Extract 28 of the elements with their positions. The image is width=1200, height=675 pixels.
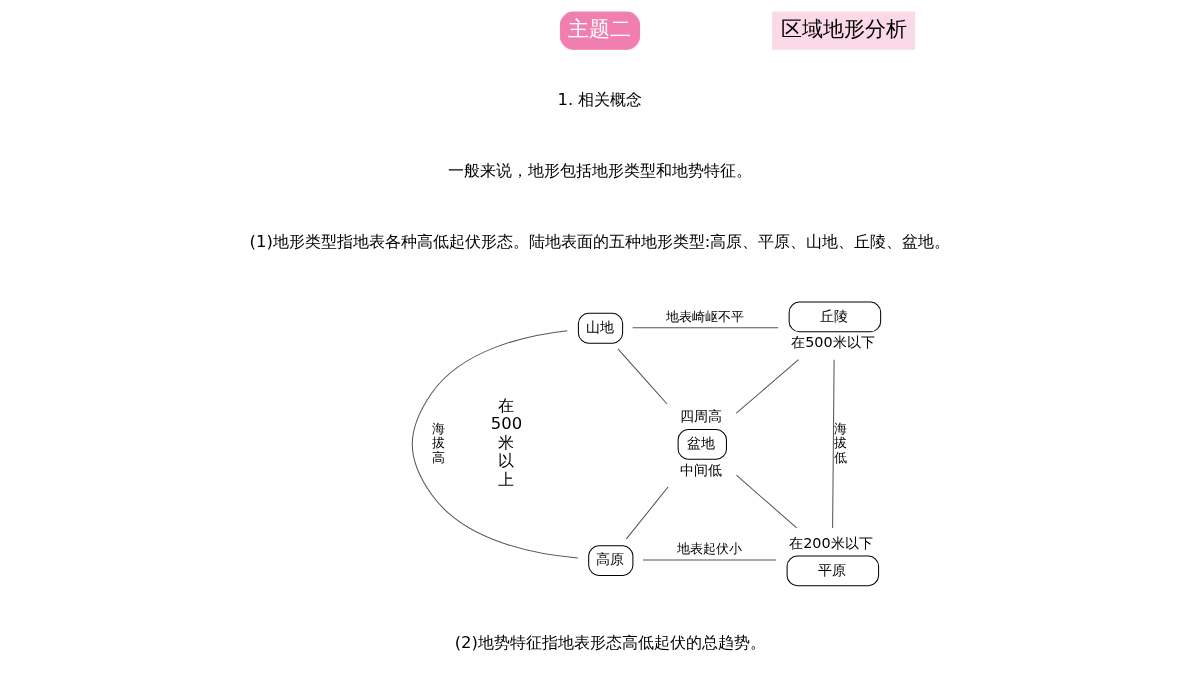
node-box: 盆地 <box>677 429 727 460</box>
node-box: 平原 <box>786 555 880 587</box>
node-box: 丘陵 <box>788 301 882 333</box>
edge-label: 地表起伏小 <box>676 541 742 557</box>
connector <box>632 327 779 329</box>
connector <box>642 559 777 561</box>
node-label: 中间低 <box>680 461 723 478</box>
label: (1)地形类型指地表各种高低起伏形态。陆地表面的五种地形类型:高原、平原、山地、丘陵、盆地。 <box>249 232 951 252</box>
label: 主题二 <box>568 16 632 41</box>
connector <box>832 359 835 529</box>
connector <box>625 486 669 540</box>
edge-label: 海拔高 <box>431 421 445 465</box>
label: 区域地形分析 <box>780 16 907 41</box>
node-label: 在500米以下 <box>791 334 875 351</box>
label: 1. 相关概念 <box>557 90 643 110</box>
node-box: 山地 <box>577 312 624 344</box>
node-box: 高原 <box>588 545 634 576</box>
connector <box>617 348 668 405</box>
label: (2)地势特征指地表形态高低起伏的总趋势。 <box>454 633 766 653</box>
label: 在500米以上 <box>490 395 523 489</box>
connector <box>735 474 798 529</box>
edge-label: 海拔低 <box>833 421 847 465</box>
connector <box>735 359 799 414</box>
label: 一般来说，地形包括地形类型和地势特征。 <box>448 161 752 181</box>
node-label: 四周高 <box>680 408 723 425</box>
node-label: 在200米以下 <box>789 534 873 551</box>
edge-label: 地表崎岖不平 <box>666 308 745 324</box>
connector <box>411 330 579 559</box>
